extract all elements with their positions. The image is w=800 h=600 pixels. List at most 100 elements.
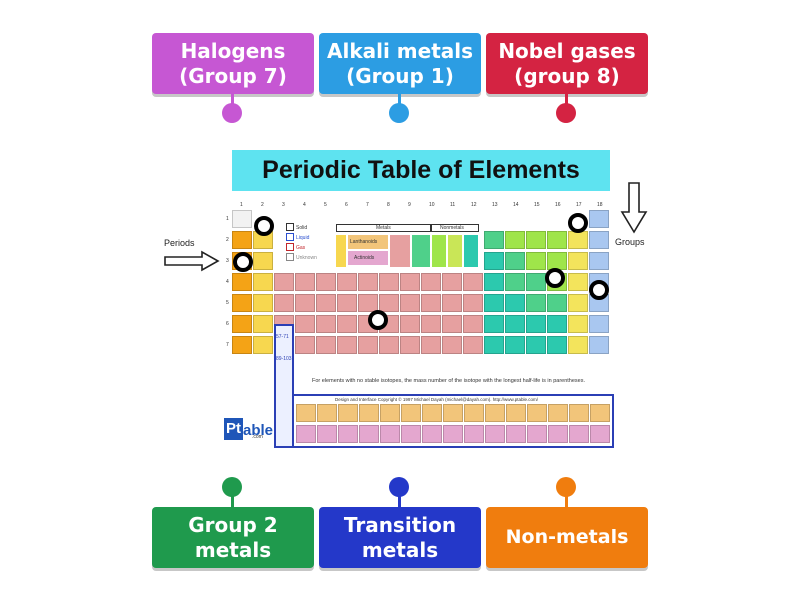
f-block-cell bbox=[401, 425, 421, 443]
element-cell bbox=[358, 273, 378, 291]
group-number: 6 bbox=[345, 202, 348, 208]
label-nobel-gases[interactable]: Nobel gases (group 8) bbox=[486, 33, 648, 94]
element-cell bbox=[421, 336, 441, 354]
f-block-cell bbox=[359, 404, 379, 422]
element-cell bbox=[232, 273, 252, 291]
drop-target-3[interactable] bbox=[568, 213, 588, 233]
groups-arrow-icon bbox=[620, 182, 648, 234]
f-block-cell bbox=[548, 404, 568, 422]
element-cell bbox=[568, 231, 588, 249]
label-transition-metals[interactable]: Transition metals bbox=[319, 507, 481, 568]
element-cell bbox=[526, 336, 546, 354]
element-cell bbox=[589, 210, 609, 228]
drop-target-5[interactable] bbox=[589, 280, 609, 300]
f-block-cell bbox=[317, 404, 337, 422]
f-block-cell bbox=[506, 404, 526, 422]
element-cell bbox=[589, 252, 609, 270]
element-cell bbox=[358, 294, 378, 312]
element-cell bbox=[526, 273, 546, 291]
element-cell bbox=[463, 273, 483, 291]
connector-nonmetals bbox=[565, 492, 568, 508]
connector-group2 bbox=[231, 492, 234, 508]
periods-label: Periods bbox=[164, 238, 195, 248]
element-cell bbox=[526, 294, 546, 312]
drop-target-4[interactable] bbox=[545, 268, 565, 288]
f-block-cell bbox=[422, 404, 442, 422]
label-non-metals[interactable]: Non-metals bbox=[486, 507, 648, 568]
f-block-cell bbox=[569, 404, 589, 422]
element-cell bbox=[274, 294, 294, 312]
element-cell bbox=[400, 315, 420, 333]
element-cell bbox=[505, 315, 525, 333]
periods-arrow-icon bbox=[164, 250, 220, 272]
element-cell bbox=[253, 294, 273, 312]
connector-halogens bbox=[231, 94, 234, 106]
f-block-cell bbox=[380, 404, 400, 422]
element-cell bbox=[337, 273, 357, 291]
f-block-bracket bbox=[274, 324, 294, 448]
f-block-cell bbox=[359, 425, 379, 443]
element-cell bbox=[547, 315, 567, 333]
element-cell bbox=[589, 231, 609, 249]
group-number: 10 bbox=[429, 202, 435, 208]
range-57-71: 57-71 bbox=[276, 334, 289, 340]
group-number: 18 bbox=[597, 202, 603, 208]
drop-target-2[interactable] bbox=[233, 252, 253, 272]
f-block-cell bbox=[506, 425, 526, 443]
element-cell bbox=[463, 336, 483, 354]
f-block-cell bbox=[485, 425, 505, 443]
period-number: 1 bbox=[226, 216, 229, 222]
element-cell bbox=[316, 273, 336, 291]
element-cell bbox=[463, 315, 483, 333]
element-cell bbox=[526, 315, 546, 333]
element-cell bbox=[484, 315, 504, 333]
element-cell bbox=[547, 294, 567, 312]
group-number: 2 bbox=[261, 202, 264, 208]
element-cell bbox=[421, 273, 441, 291]
category-key: Metals Nonmetals Lanthanoids Actinoids bbox=[336, 224, 480, 268]
pin-transition bbox=[389, 477, 409, 497]
f-block-cell bbox=[443, 425, 463, 443]
element-cell bbox=[505, 252, 525, 270]
connector-transition bbox=[398, 492, 401, 508]
element-cell bbox=[253, 315, 273, 333]
element-cell bbox=[400, 336, 420, 354]
key-solid: Solid bbox=[296, 225, 308, 231]
period-number: 6 bbox=[226, 321, 229, 327]
footnote: For elements with no stable isotopes, th… bbox=[312, 378, 586, 384]
label-alkali-metals[interactable]: Alkali metals (Group 1) bbox=[319, 33, 481, 94]
group-number: 1 bbox=[240, 202, 243, 208]
key-unknown: Unknown bbox=[296, 255, 317, 261]
element-cell bbox=[568, 252, 588, 270]
element-cell bbox=[484, 294, 504, 312]
f-block-cell bbox=[590, 425, 610, 443]
pin-group2 bbox=[222, 477, 242, 497]
element-cell bbox=[568, 315, 588, 333]
element-cell bbox=[547, 231, 567, 249]
pin-nonmetals bbox=[556, 477, 576, 497]
key-lanthanoids: Lanthanoids bbox=[350, 239, 378, 245]
element-cell bbox=[505, 336, 525, 354]
f-block-cell bbox=[317, 425, 337, 443]
label-group-2-metals[interactable]: Group 2 metals bbox=[152, 507, 314, 568]
f-block-cell bbox=[401, 404, 421, 422]
element-cell bbox=[442, 294, 462, 312]
element-cell bbox=[526, 231, 546, 249]
pin-nobel bbox=[556, 103, 576, 123]
element-cell bbox=[505, 231, 525, 249]
label-halogens[interactable]: Halogens (Group 7) bbox=[152, 33, 314, 94]
element-cell bbox=[421, 315, 441, 333]
element-cell bbox=[232, 210, 252, 228]
element-cell bbox=[295, 336, 315, 354]
drop-target-1[interactable] bbox=[254, 216, 274, 236]
key-nonmetals: Nonmetals bbox=[440, 225, 464, 231]
group-number: 7 bbox=[366, 202, 369, 208]
drop-target-6[interactable] bbox=[368, 310, 388, 330]
period-number: 7 bbox=[226, 342, 229, 348]
element-cell bbox=[379, 294, 399, 312]
period-number: 3 bbox=[226, 258, 229, 264]
element-cell bbox=[295, 294, 315, 312]
element-cell bbox=[484, 231, 504, 249]
element-cell bbox=[274, 273, 294, 291]
